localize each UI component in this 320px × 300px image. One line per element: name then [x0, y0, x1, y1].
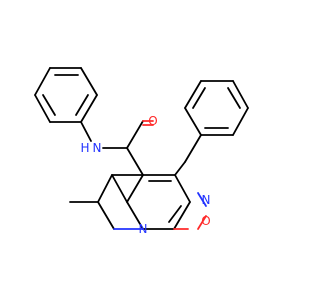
- aromatic-inner-bond: [42, 94, 56, 116]
- bond: [126, 201, 144, 230]
- isoxazole-n-bond: [197, 192, 207, 207]
- amide-group: [80, 120, 154, 176]
- background: [0, 0, 300, 300]
- bond: [80, 94, 98, 123]
- bond: [232, 80, 249, 109]
- bond: [184, 107, 202, 136]
- bond: [184, 80, 202, 109]
- bond: [34, 94, 51, 123]
- bond: [111, 174, 128, 203]
- bond: [97, 201, 115, 230]
- aromatic-inner-bond: [168, 205, 182, 223]
- fused-ring-system: [69, 161, 207, 230]
- bond: [80, 121, 92, 142]
- isoxazole-o-label: O: [201, 214, 210, 228]
- right-phenyl-ring: [184, 80, 249, 163]
- aromatic-inner-bond: [192, 87, 206, 109]
- aromatic-inner-bond: [75, 94, 89, 116]
- bond: [126, 120, 144, 149]
- carbonyl-o-label: O: [148, 114, 157, 128]
- aromatic-inner-bond: [227, 87, 241, 109]
- amide-n-label: N: [93, 141, 102, 155]
- bond: [97, 174, 113, 203]
- pyridine-n-label: N: [139, 222, 148, 236]
- molecule-diagram: N H O O N N: [0, 0, 300, 300]
- isoxazole-n-label: N: [202, 193, 211, 207]
- bond: [126, 147, 144, 176]
- bond: [173, 201, 191, 230]
- structure-svg: N H O O N N: [0, 0, 300, 300]
- bond: [174, 161, 186, 176]
- bond: [174, 174, 191, 203]
- atom-labels: N H O O N N: [80, 114, 210, 236]
- bond: [34, 67, 51, 96]
- bond: [126, 174, 144, 203]
- bond: [80, 67, 98, 96]
- isoxazole-o-bond: [197, 215, 207, 230]
- bond: [232, 107, 249, 136]
- bond: [184, 134, 202, 163]
- amide-h-label: H: [80, 141, 89, 155]
- left-phenyl-ring: [34, 67, 98, 123]
